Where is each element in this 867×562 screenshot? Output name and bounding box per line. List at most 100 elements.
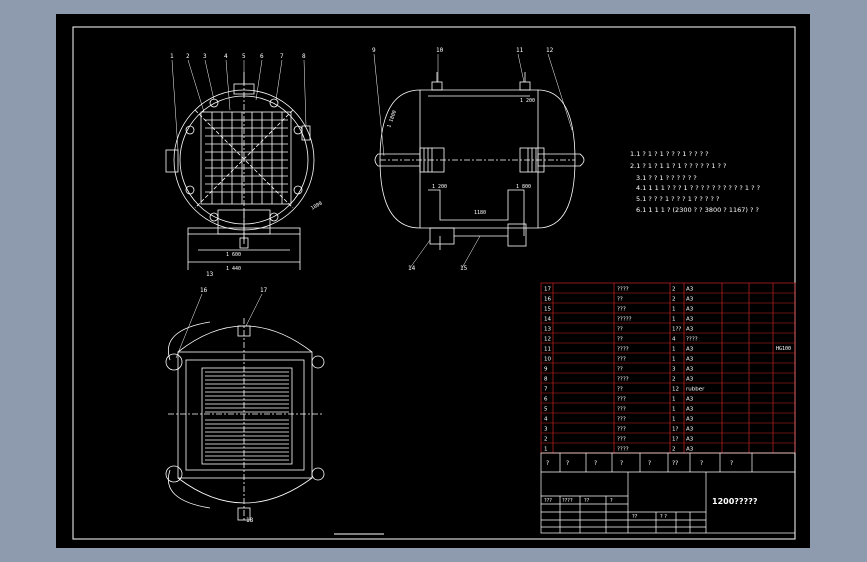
- parts-cell-name: ??: [617, 337, 623, 343]
- side-support-frame: [428, 189, 525, 236]
- left-shaft: [374, 153, 421, 167]
- parts-cell-name: ??: [617, 367, 623, 373]
- parts-cell-material: A3: [686, 377, 694, 383]
- balloon-6: 6: [260, 53, 264, 60]
- balloon-11: 11: [516, 47, 524, 54]
- parts-cell-material: A3: [686, 367, 694, 373]
- parts-cell-name: ???: [617, 437, 626, 443]
- note-1: 1.1 ? 1 ? 1 ? ? ? 1 ? ? ? ?: [630, 150, 709, 158]
- parts-cell-material: A3: [686, 437, 694, 443]
- parts-cell-no: 14: [544, 317, 551, 323]
- dim-side-height: 1 1800: [386, 110, 398, 129]
- parts-cell-name: ??: [617, 327, 623, 333]
- dim-side-leg-left: 1 200: [432, 184, 447, 190]
- tb-cell-1: ????: [562, 498, 573, 504]
- parts-cell-no: 3: [544, 427, 548, 433]
- balloon-2: 2: [186, 53, 190, 60]
- parts-cell-qty: 1: [672, 357, 676, 363]
- parts-cell-name: ???: [617, 407, 626, 413]
- tb-head-1: ?: [566, 460, 569, 467]
- front-view: [165, 72, 315, 270]
- note-5: 5.1 ? ? ? 1 ? ? ? 1 ? ? ? ? ?: [636, 195, 719, 203]
- balloon-13: 13: [206, 271, 214, 278]
- drawing-paper: [56, 14, 810, 548]
- title-block: [540, 452, 796, 534]
- balloon-7: 7: [280, 53, 284, 60]
- parts-cell-no: 15: [544, 307, 551, 313]
- parts-cell-name: ???: [617, 357, 626, 363]
- parts-cell-qty: 2: [672, 297, 676, 303]
- dim-front-width-b: 1 440: [226, 266, 241, 272]
- parts-cell-name: ???: [617, 397, 626, 403]
- tb-head-6: ?: [700, 460, 703, 467]
- parts-cell-qty: 12: [672, 387, 679, 393]
- parts-cell-no: 17: [544, 287, 551, 293]
- parts-cell-qty: 2: [672, 447, 676, 453]
- plan-lower-hinge: [168, 469, 211, 509]
- parts-cell-material: A3: [686, 297, 694, 303]
- parts-cell-no: 8: [544, 377, 548, 383]
- drawing-title: 1200?????: [712, 497, 758, 506]
- parts-cell-no: 11: [544, 347, 551, 353]
- tb-cell-2: ??: [584, 498, 590, 504]
- parts-cell-material: A3: [686, 287, 694, 293]
- parts-cell-qty: 3: [672, 367, 676, 373]
- balloon-8: 8: [302, 53, 306, 60]
- dim-side-top: 1 200: [520, 98, 535, 104]
- dim-side-leg-right: 1 800: [516, 184, 531, 190]
- tb-head-7: ?: [730, 460, 733, 467]
- parts-cell-no: 1: [544, 447, 548, 453]
- note-2: 2.1 ? 1 ? 1 1 ? 1 ? ? ? ? ? 1 ? ?: [630, 162, 727, 170]
- parts-cell-qty: 1: [672, 417, 676, 423]
- parts-cell-material: A3: [686, 357, 694, 363]
- note-6: 6.1 1 1 1 ? (2300 ? ? 3800 ? 1167) ? ?: [636, 206, 759, 214]
- parts-cell-no: 6: [544, 397, 548, 403]
- leader-lines: [171, 53, 573, 359]
- parts-cell-qty: 2: [672, 287, 676, 293]
- tb-head-0: ?: [546, 460, 549, 467]
- front-shelf-lines: [205, 112, 288, 204]
- parts-cell-qty: 1: [672, 307, 676, 313]
- tb-cell-4: ??: [632, 514, 638, 520]
- parts-cell-material: rubber: [686, 387, 705, 393]
- tb-head-3: ?: [620, 460, 623, 467]
- balloon-14: 14: [408, 265, 416, 272]
- parts-cell-name: ??: [617, 297, 623, 303]
- dim-front-width-a: 1 600: [226, 252, 241, 258]
- parts-cell-no: 13: [544, 327, 551, 333]
- parts-cell-material: A3: [686, 307, 694, 313]
- plan-upper-hinge: [168, 321, 211, 361]
- parts-cell-no: 7: [544, 387, 548, 393]
- parts-cell-qty: 1: [672, 407, 676, 413]
- parts-cell-material: A3: [686, 347, 694, 353]
- plan-view: [165, 318, 325, 521]
- right-shaft: [537, 153, 585, 167]
- note-4: 4.1 1 1 1 ? ? ? 1 ? ? ? ? ? ? ? ? ? ? 1 …: [636, 184, 760, 192]
- parts-cell-no: 2: [544, 437, 548, 443]
- tb-cell-5: ? ?: [660, 514, 667, 520]
- note-3: 3.1 ? ? 1 ? ? ? ? ? ?: [636, 174, 697, 182]
- parts-cell-qty: 1: [672, 317, 676, 323]
- plan-body: [177, 351, 313, 479]
- balloon-16: 16: [200, 287, 208, 294]
- balloon-labels: 1 2 3 4 5 6 7 8 9 10 11 12 13 14 15 16 1…: [170, 47, 554, 524]
- dim-side-base: 1180: [474, 210, 486, 216]
- parts-cell-material: A3: [686, 427, 694, 433]
- parts-cell-material: A3: [686, 317, 694, 323]
- parts-cell-no: 10: [544, 357, 551, 363]
- parts-table: [540, 282, 796, 454]
- plan-rack: [201, 367, 293, 465]
- parts-cell-material: A3: [686, 397, 694, 403]
- tb-head-4: ?: [648, 460, 651, 467]
- parts-cell-name: ????: [617, 377, 629, 383]
- parts-cell-name: ????: [617, 447, 629, 453]
- parts-spec-note: HG100: [776, 346, 791, 352]
- balloon-4: 4: [224, 53, 228, 60]
- front-left-flange: [165, 149, 179, 173]
- dimension-labels: 1800 1 600 1 440 1 1800 1 200 1180 1 200…: [226, 98, 535, 272]
- parts-cell-name: ???: [617, 307, 626, 313]
- balloon-3: 3: [203, 53, 207, 60]
- parts-cell-material: A3: [686, 447, 694, 453]
- balloon-9: 9: [372, 47, 376, 54]
